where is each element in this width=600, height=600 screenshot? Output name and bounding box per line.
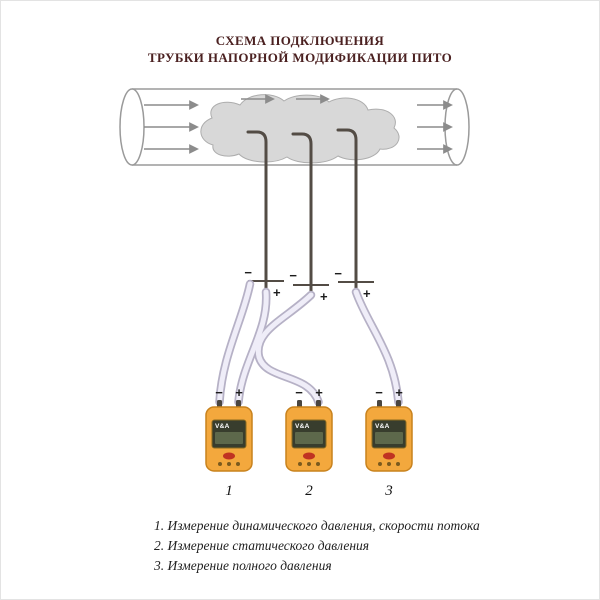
- pitot-stem: [291, 132, 313, 298]
- hose-probe3-core: [353, 289, 401, 405]
- pitot-tube-2: − +: [289, 132, 329, 304]
- polarity-minus-label: −: [295, 385, 303, 400]
- pitot-stem: [246, 130, 268, 295]
- polarity-plus-label: +: [320, 289, 328, 304]
- polarity-minus-label: −: [244, 265, 252, 280]
- pitot-tube-1: − +: [244, 130, 284, 300]
- device-number-label: 2: [305, 483, 313, 499]
- hose-probe1-plus-core: [236, 289, 269, 405]
- legend: 1. Измерение динамического давления, ско…: [154, 516, 480, 576]
- device-power-button: [223, 452, 235, 460]
- device-button: [236, 462, 240, 466]
- polarity-plus-label: +: [363, 286, 371, 301]
- flow-arrows-left: [144, 100, 199, 154]
- device-button: [396, 462, 400, 466]
- device-brand-label: V&A: [375, 423, 390, 430]
- device-brand-label: V&A: [295, 423, 310, 430]
- pitot-tube-3: − +: [334, 128, 374, 301]
- device-display-digits: [215, 432, 243, 444]
- device-button: [387, 462, 391, 466]
- polarity-plus-label: +: [273, 285, 281, 300]
- device-button: [316, 462, 320, 466]
- manometer-2: − + V&A 2: [285, 385, 333, 499]
- hose-probe2-core: [255, 292, 321, 405]
- polarity-plus-label: +: [315, 385, 323, 400]
- legend-item-1: 1. Измерение динамического давления, ско…: [154, 518, 480, 533]
- device-power-button: [383, 452, 395, 460]
- diagram-title-line1: СХЕМА ПОДКЛЮЧЕНИЯ: [215, 33, 385, 48]
- polarity-minus-label: −: [375, 385, 383, 400]
- device-number-label: 3: [384, 483, 393, 499]
- manometer-1: − + V&A 1: [205, 385, 253, 499]
- legend-item-3: 3. Измерение полного давления: [154, 558, 332, 573]
- manometer-3: − + V&A 3: [365, 385, 413, 499]
- device-button: [218, 462, 222, 466]
- polarity-minus-label: −: [289, 268, 297, 283]
- polarity-plus-label: +: [395, 385, 403, 400]
- duct-pipe: [119, 88, 470, 166]
- device-power-button: [303, 452, 315, 460]
- device-button: [227, 462, 231, 466]
- device-display-digits: [295, 432, 323, 444]
- device-number-label: 1: [225, 483, 233, 499]
- flow-cloud: [200, 94, 400, 164]
- device-button: [298, 462, 302, 466]
- device-button: [307, 462, 311, 466]
- device-display-digits: [375, 432, 403, 444]
- diagram-title: СХЕМА ПОДКЛЮЧЕНИЯ ТРУБКИ НАПОРНОЙ МОДИФИ…: [1, 32, 599, 66]
- polarity-plus-label: +: [235, 385, 243, 400]
- pitot-stem: [336, 128, 358, 295]
- diagram-title-line2: ТРУБКИ НАПОРНОЙ МОДИФИКАЦИИ ПИТО: [147, 50, 453, 65]
- flow-arrows-mid-right: [241, 94, 453, 154]
- hoses: [215, 279, 403, 407]
- hose-probe1-minus-core: [217, 281, 253, 405]
- polarity-minus-label: −: [215, 385, 223, 400]
- device-button: [378, 462, 382, 466]
- pipe-left-cap: [119, 88, 145, 166]
- polarity-minus-label: −: [334, 266, 342, 281]
- legend-item-2: 2. Измерение статического давления: [154, 538, 370, 553]
- device-brand-label: V&A: [215, 423, 230, 430]
